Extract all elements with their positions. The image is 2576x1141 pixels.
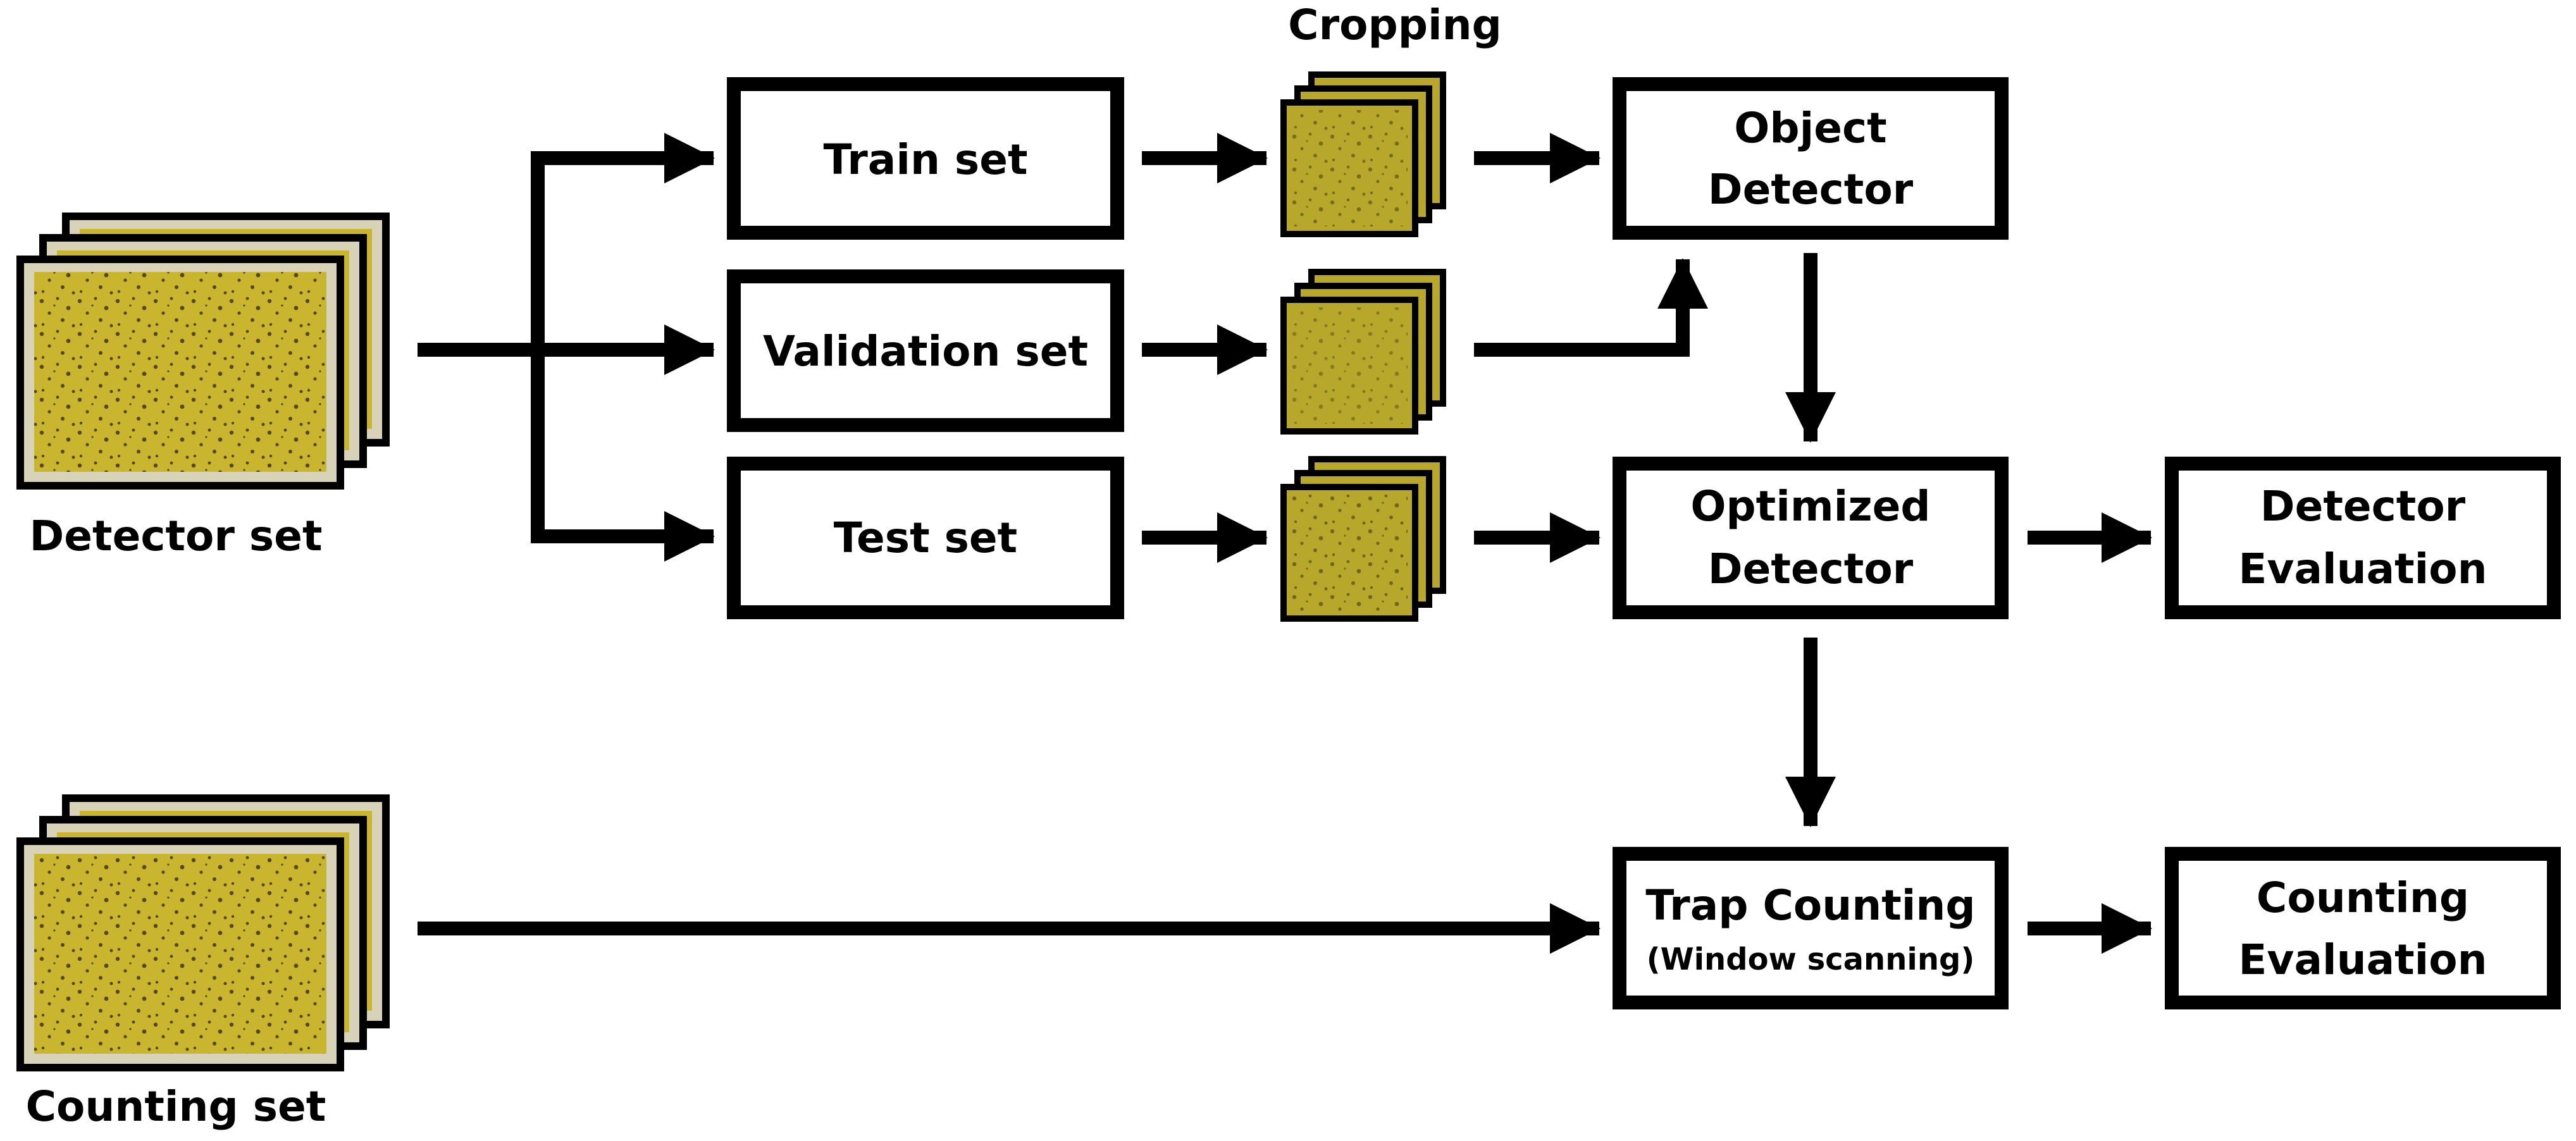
validation-set-box: Validation set xyxy=(727,269,1124,432)
counting-set-image-stack xyxy=(16,794,390,1071)
test-set-box: Test set xyxy=(727,457,1124,619)
split-connector xyxy=(418,133,715,562)
arrow-validation-crop-to-object-detector xyxy=(1474,258,1708,357)
counting-evaluation-box: Counting Evaluation xyxy=(2165,847,2561,1009)
trap-image-front xyxy=(16,837,344,1071)
detector-evaluation-label-line1: Detector xyxy=(2260,482,2466,531)
object-detector-box: Object Detector xyxy=(1613,77,2009,240)
object-detector-label-line1: Object xyxy=(1734,104,1886,152)
train-crop-stack xyxy=(1280,71,1446,237)
train-set-box: Train set xyxy=(727,77,1124,240)
detector-set-image-stack xyxy=(16,213,390,490)
test-crop-stack xyxy=(1280,456,1446,622)
cropping-label: Cropping xyxy=(1288,1,1502,49)
detector-evaluation-box: Detector Evaluation xyxy=(2165,457,2561,619)
train-set-label: Train set xyxy=(823,135,1027,184)
detector-evaluation-label-line2: Evaluation xyxy=(2238,545,2487,593)
trap-counting-label: Trap Counting xyxy=(1645,881,1975,930)
trap-counting-sublabel: (Window scanning) xyxy=(1647,942,1975,977)
object-detector-label-line2: Detector xyxy=(1708,165,1914,214)
counting-set-label: Counting set xyxy=(26,1082,326,1131)
counting-evaluation-label-line2: Evaluation xyxy=(2238,935,2487,984)
optimized-detector-box: Optimized Detector xyxy=(1613,457,2009,619)
optimized-detector-label-line1: Optimized xyxy=(1690,482,1930,531)
validation-set-label: Validation set xyxy=(763,327,1088,376)
counting-evaluation-label-line1: Counting xyxy=(2257,873,2469,922)
test-set-label: Test set xyxy=(834,514,1017,562)
trap-image-front xyxy=(16,256,344,490)
detector-set-label: Detector set xyxy=(30,512,323,560)
optimized-detector-label-line2: Detector xyxy=(1708,545,1914,593)
validation-crop-stack xyxy=(1280,269,1446,435)
trap-counting-box: Trap Counting (Window scanning) xyxy=(1613,847,2009,1009)
